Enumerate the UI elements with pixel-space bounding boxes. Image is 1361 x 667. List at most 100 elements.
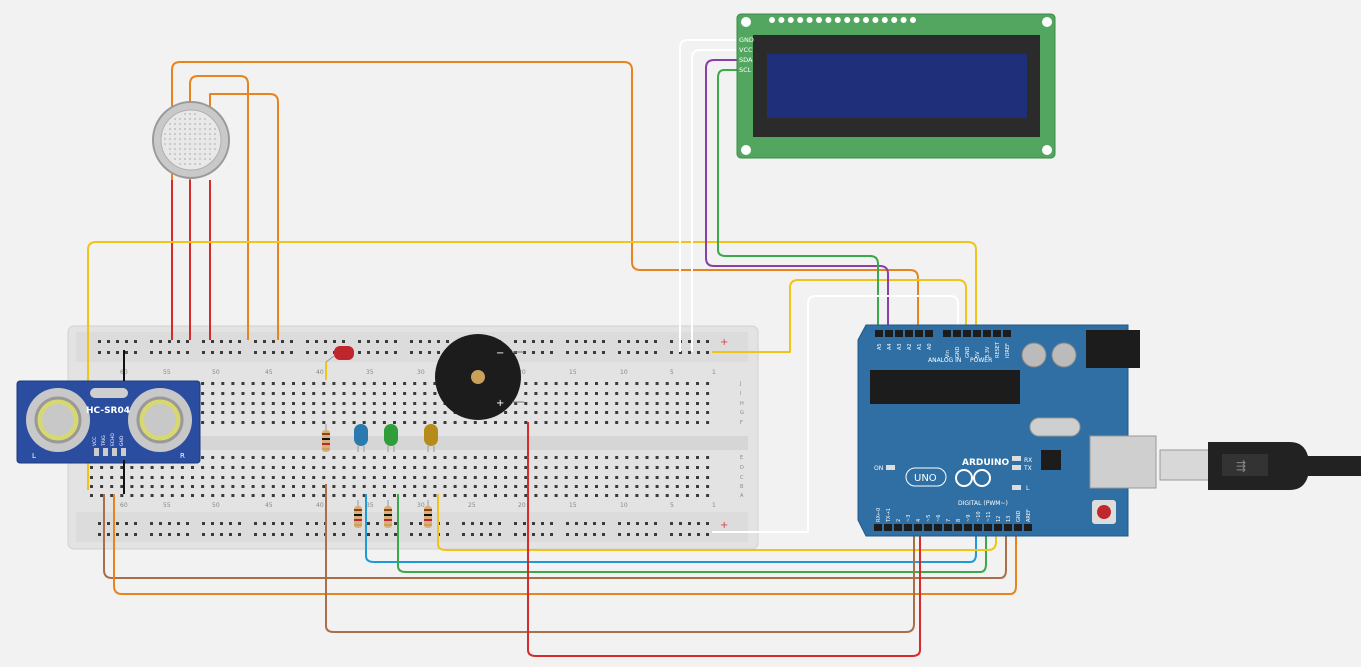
mesh-dot: [189, 148, 191, 150]
wire-green-scl[interactable]: [717, 69, 879, 330]
rail-hole: [636, 522, 639, 525]
terminal-hole: [302, 411, 306, 414]
digital-pin-label: ~9: [966, 515, 972, 522]
mesh-dot: [204, 138, 206, 140]
terminal-hole: [584, 392, 588, 395]
terminal-hole: [524, 392, 528, 395]
mesh-dot: [189, 123, 191, 125]
terminal-hole: [584, 476, 588, 479]
terminal-hole: [574, 411, 578, 414]
wire-brown-echo[interactable]: [103, 494, 1007, 579]
terminal-hole: [544, 485, 548, 488]
terminal-hole: [382, 382, 386, 385]
wire-orange-sensor-b[interactable]: [209, 93, 279, 340]
lcd-module[interactable]: GND VCC SDA SCL: [736, 13, 1056, 159]
rail-hole: [584, 533, 587, 536]
wire-orange-trig[interactable]: [113, 494, 1017, 595]
terminal-hole: [625, 411, 629, 414]
wire-orange-sensor-to-a1[interactable]: [171, 61, 919, 340]
rail-hole: [394, 340, 397, 343]
terminal-hole: [595, 456, 598, 459]
rail-hole: [437, 351, 440, 354]
terminal-hole: [615, 382, 619, 385]
terminal-hole: [382, 456, 386, 459]
terminal-hole: [544, 402, 548, 405]
terminal-hole: [696, 421, 699, 424]
terminal-hole: [413, 392, 417, 395]
terminal-hole: [302, 466, 306, 469]
terminal-hole: [180, 494, 184, 497]
terminal-hole: [332, 402, 336, 405]
terminal-hole: [453, 421, 457, 424]
terminal-hole: [362, 456, 366, 459]
terminal-hole: [352, 392, 356, 395]
wire-red-buzzer[interactable]: [527, 422, 921, 657]
rail-hole: [202, 533, 205, 536]
rail-hole: [541, 351, 544, 354]
power-header-pin: [983, 330, 991, 337]
wire-white-lcd-gnd[interactable]: [679, 39, 738, 352]
rail-hole: [333, 522, 336, 525]
digital-header-pin: [924, 524, 932, 531]
mesh-dot: [194, 113, 196, 115]
wire-brown-red-led[interactable]: [325, 484, 915, 633]
rail-hole: [697, 351, 700, 354]
resistor[interactable]: [322, 424, 330, 452]
lcd-screen: [767, 54, 1027, 118]
wire-yellow-rail[interactable]: [712, 279, 967, 353]
rail-hole: [358, 533, 361, 536]
piezo-buzzer[interactable]: − +: [435, 334, 524, 420]
terminal-hole: [473, 456, 477, 459]
reset-button-cap[interactable]: [1097, 505, 1111, 519]
terminal-hole: [423, 466, 427, 469]
wire-white-lcd-vcc[interactable]: [691, 49, 738, 352]
yellow-led[interactable]: [424, 424, 438, 452]
column-number: 55: [163, 502, 171, 509]
blue-led[interactable]: [354, 424, 368, 452]
sonar-pin: [103, 448, 108, 456]
usb-cable[interactable]: ⇶: [1159, 442, 1361, 490]
resistor[interactable]: [354, 500, 362, 528]
wire-purple-sda[interactable]: [705, 59, 889, 330]
digital-label: DIGITAL (PWM~): [958, 500, 1008, 507]
rail-hole: [654, 340, 657, 343]
l-label: L: [1026, 485, 1030, 492]
terminal-hole: [706, 411, 710, 414]
rail-hole: [498, 533, 501, 536]
red-led[interactable]: [325, 346, 354, 363]
wire-yellow-led-2[interactable]: [437, 494, 997, 551]
resistor[interactable]: [384, 500, 392, 528]
wire-green-led[interactable]: [397, 494, 987, 573]
terminal-hole: [281, 421, 285, 424]
terminal-hole: [312, 476, 316, 479]
resistor[interactable]: [424, 500, 432, 528]
terminal-hole: [706, 476, 710, 479]
rail-hole: [645, 522, 648, 525]
mesh-dot: [174, 128, 176, 130]
wire-orange-sensor-a[interactable]: [189, 75, 249, 340]
terminal-hole: [524, 494, 528, 497]
terminal-hole: [706, 485, 710, 488]
terminal-hole: [372, 402, 376, 405]
terminal-hole: [231, 392, 235, 395]
rail-hole: [446, 522, 449, 525]
terminal-hole: [110, 466, 114, 469]
terminal-hole: [372, 466, 376, 469]
analog-pin-label: A0: [927, 343, 933, 350]
gas-sensor[interactable]: [152, 101, 230, 179]
rail-hole: [489, 533, 492, 536]
lcd-header-pin: [816, 17, 822, 23]
terminal-hole: [241, 392, 245, 395]
wire-blue-led[interactable]: [365, 494, 977, 563]
wire-yellow-5v[interactable]: [87, 241, 977, 490]
terminal-hole: [342, 494, 346, 497]
wire-white-gnd[interactable]: [712, 295, 959, 533]
digital-header-pin: [984, 524, 992, 531]
terminal-hole: [574, 382, 578, 385]
mesh-dot: [169, 133, 171, 135]
terminal-hole: [504, 494, 508, 497]
green-led[interactable]: [384, 424, 398, 452]
